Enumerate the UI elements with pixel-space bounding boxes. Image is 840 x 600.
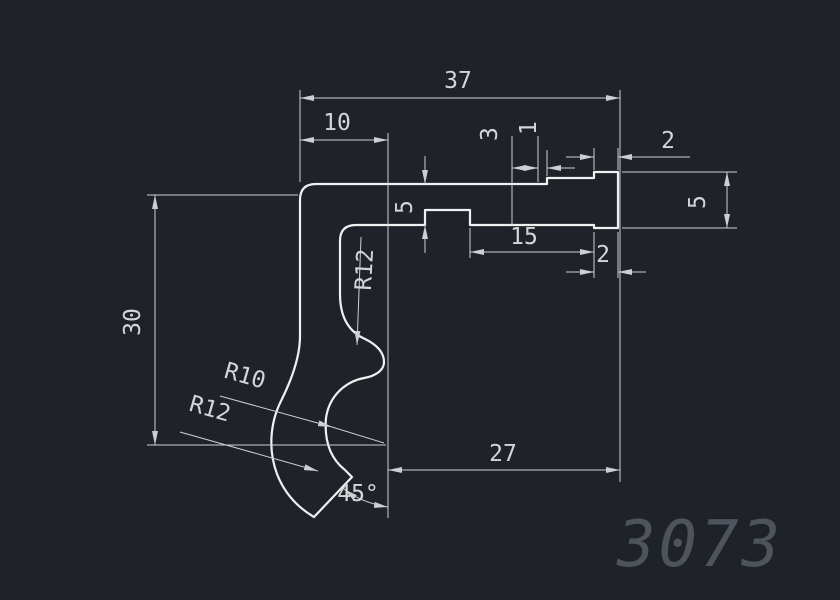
dim-27-label: 27 <box>489 441 517 467</box>
dim-2top-label: 2 <box>661 128 675 154</box>
dim-5arm-label: 5 <box>392 200 418 214</box>
dim-45-arc <box>343 488 389 508</box>
radius-r12-upper-label: R12 <box>351 248 379 291</box>
dim-10-label: 10 <box>323 110 351 136</box>
dimension-labels: 37 10 3 1 2 5 5 15 2 30 27 45° R12 R10 R… <box>120 68 711 507</box>
leader-r12-upper <box>354 236 362 346</box>
leader-r10-tail <box>331 426 385 444</box>
leader-r10 <box>219 395 333 428</box>
dim-5right-label: 5 <box>685 195 711 209</box>
dim-15-label: 15 <box>510 224 538 250</box>
dim-2bottom-label: 2 <box>596 242 610 268</box>
leader-r12-lower <box>179 431 319 472</box>
profile-outline <box>270 170 620 519</box>
dim-37-label: 37 <box>444 68 472 94</box>
dim-30-label: 30 <box>120 308 146 336</box>
dim-3-label: 3 <box>477 127 503 141</box>
extension-lines <box>147 90 737 518</box>
part-number: 3073 <box>616 508 783 582</box>
profile-path <box>270 170 620 519</box>
radius-r12-lower-label: R12 <box>186 391 233 427</box>
dimension-lines <box>152 95 730 508</box>
dim-45-label: 45° <box>337 481 379 507</box>
radius-r10-label: R10 <box>221 358 268 394</box>
dim-1-label: 1 <box>516 121 542 135</box>
